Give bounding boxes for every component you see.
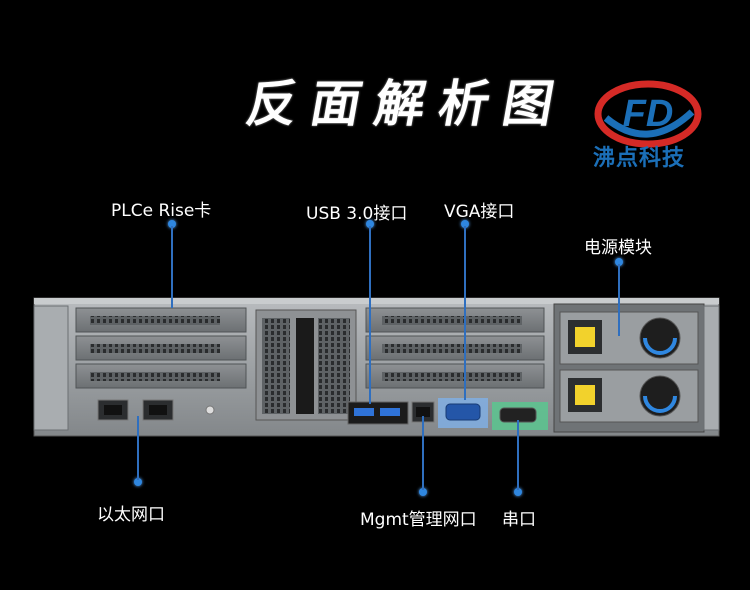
label-psu: 电源模块 [584, 238, 652, 258]
logo-letters: FD [623, 93, 674, 135]
brand-name: 沸点科技 [593, 146, 686, 171]
leader-mgmt [422, 416, 424, 490]
dot-psu [615, 258, 623, 266]
leader-psu [618, 264, 620, 336]
ethernet-ports [97, 399, 174, 421]
leader-serial [517, 420, 519, 490]
label-pcie-riser: PLCe Rise卡 [111, 201, 212, 221]
label-mgmt: Mgmt管理网口 [360, 510, 477, 530]
usb-ports [347, 401, 409, 425]
psu-module-1 [559, 311, 699, 365]
dot-vga [461, 220, 469, 228]
dot-ethernet [134, 478, 142, 486]
label-ethernet: 以太网口 [97, 505, 165, 525]
leader-ethernet [137, 416, 139, 480]
label-vga: VGA接口 [444, 202, 515, 222]
pcie-slot-left [75, 307, 247, 389]
dot-pcie-riser [168, 220, 176, 228]
dot-usb [366, 220, 374, 228]
label-serial: 串口 [502, 510, 536, 530]
leader-pcie-riser [171, 226, 173, 308]
leader-vga [464, 226, 466, 400]
dot-mgmt [419, 488, 427, 496]
label-usb: USB 3.0接口 [306, 204, 408, 224]
leader-usb [369, 226, 371, 404]
fd-logo-icon: FD [594, 80, 702, 148]
dot-serial [514, 488, 522, 496]
psu-module-2 [559, 369, 699, 423]
pcie-slot-right [365, 307, 545, 389]
